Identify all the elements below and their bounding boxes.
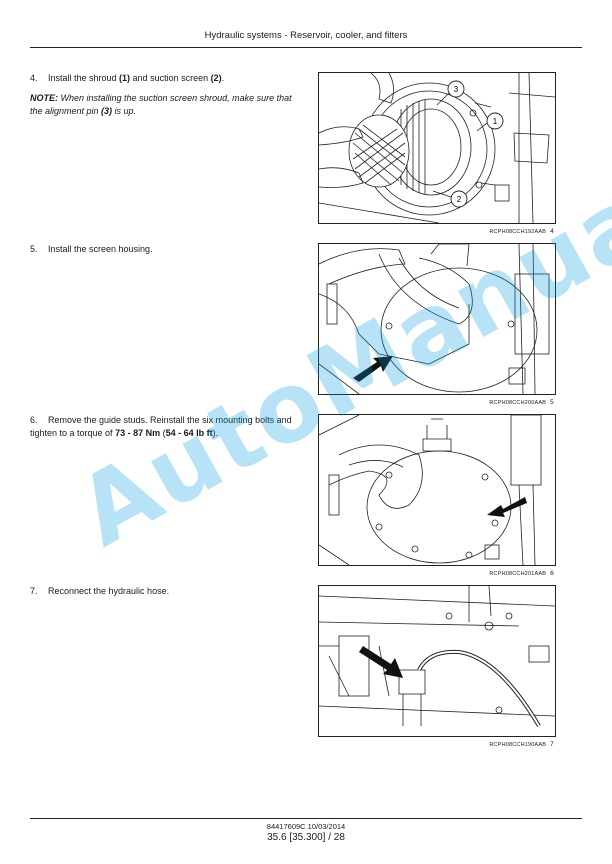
ref-1: (1) xyxy=(119,73,131,83)
page-header: Hydraulic systems - Reservoir, cooler, a… xyxy=(204,30,408,41)
figure-number: 4 xyxy=(550,228,554,235)
step-text: Remove the guide studs. Reinstall the si… xyxy=(30,415,292,438)
step-number: 4. xyxy=(30,73,38,83)
footer-document-id: 84417609C 10/03/2014 xyxy=(266,822,346,831)
ref-2: (2) xyxy=(210,73,222,83)
note-step-4: NOTE: When installing the suction screen… xyxy=(30,92,300,117)
step-text: Install the screen housing. xyxy=(48,244,153,254)
note-pin-ref: (3) xyxy=(101,105,113,116)
figure-code: RCPH08CCH190AAB xyxy=(489,742,547,748)
header-rule xyxy=(30,47,582,48)
step-text: . xyxy=(221,73,225,83)
figure-number: 6 xyxy=(550,570,554,577)
figure-5-illustration xyxy=(319,244,550,394)
arrow-icon xyxy=(487,497,527,517)
step-7: 7. Reconnect the hydraulic hose. xyxy=(30,585,300,598)
figure-5 xyxy=(318,243,556,395)
footer-rule xyxy=(30,818,582,819)
figure-4-illustration: 3 1 2 xyxy=(319,73,555,223)
arrow-icon xyxy=(353,356,393,382)
note-label: NOTE: xyxy=(30,93,58,103)
figure-code: RCPH08CCH201AAB xyxy=(489,571,547,577)
step-number: 7. xyxy=(30,586,38,596)
figure-number: 5 xyxy=(550,399,554,406)
figure-6 xyxy=(318,414,556,566)
figure-4: 3 1 2 xyxy=(318,72,556,224)
note-text: is up. xyxy=(112,105,137,116)
figure-7 xyxy=(318,585,556,737)
step-text: ). xyxy=(212,427,219,438)
step-text: ( xyxy=(160,427,166,438)
step-text: Reconnect the hydraulic hose. xyxy=(48,586,170,596)
callout-2: 2 xyxy=(457,195,462,204)
torque-lb-ft: 54 - 64 lb ft xyxy=(165,427,213,438)
arrow-icon xyxy=(359,646,403,678)
callout-3: 3 xyxy=(454,85,459,94)
figure-number: 7 xyxy=(550,741,554,748)
figure-7-illustration xyxy=(319,586,555,728)
step-text: and suction screen xyxy=(130,73,211,83)
figure-code: RCPH08CCH192AAB xyxy=(489,229,547,235)
figure-code: RCPH08CCH200AAB xyxy=(489,400,547,406)
step-5: 5. Install the screen housing. xyxy=(30,243,300,256)
step-text: Install the shroud xyxy=(48,73,120,83)
step-number: 6. xyxy=(30,415,38,425)
torque-nm: 73 - 87 Nm xyxy=(115,427,161,438)
step-6: 6.Remove the guide studs. Reinstall the … xyxy=(30,414,300,439)
figure-6-illustration xyxy=(319,415,542,565)
callout-1: 1 xyxy=(493,117,498,126)
page-number: 35.6 [35.300] / 28 xyxy=(267,832,345,843)
note-text: When installing the suction screen shrou… xyxy=(30,93,292,116)
step-number: 5. xyxy=(30,244,38,254)
step-4: 4. Install the shroud (1) and suction scr… xyxy=(30,72,300,85)
